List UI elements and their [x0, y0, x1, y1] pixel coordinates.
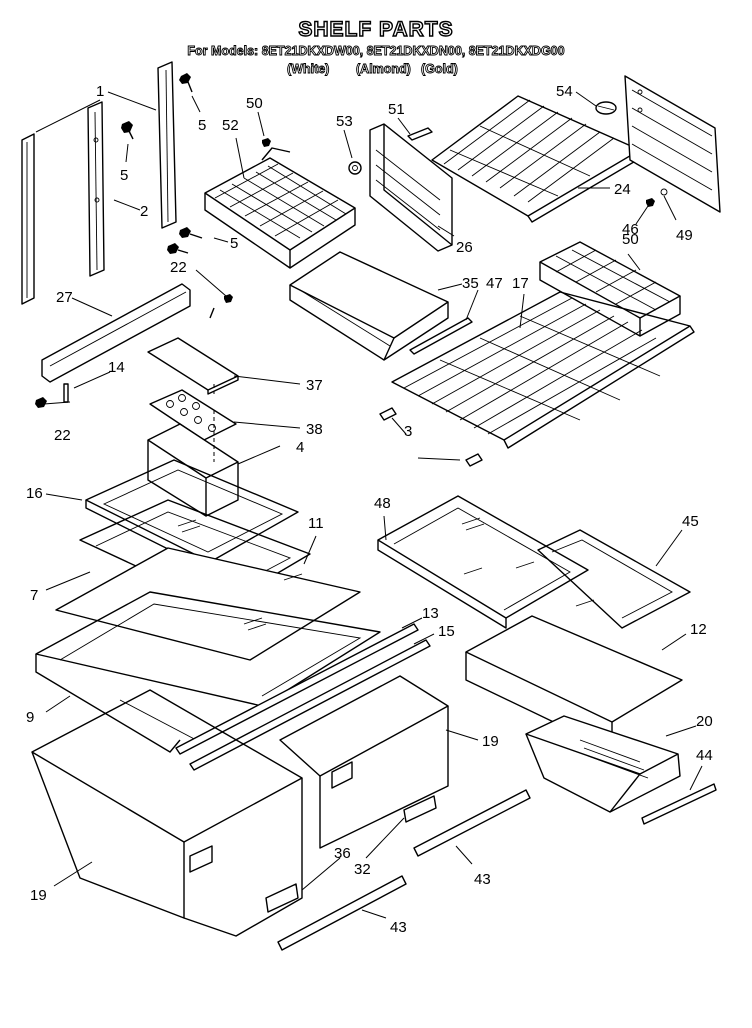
screw-51 — [407, 127, 433, 141]
label-part-11: 11 — [308, 515, 324, 532]
leader-lines — [35, 91, 703, 919]
screw-50-rack — [646, 188, 668, 207]
label-part-43-upper: 43 — [474, 871, 491, 888]
label-part-52: 52 — [222, 117, 239, 134]
crisper-pan-35 — [289, 251, 449, 361]
drawer-slide-36 — [265, 883, 299, 913]
trim-strip-44 — [641, 783, 717, 825]
variant-almond: (Almond) — [356, 62, 412, 77]
callout-labels: 1 2 5 5 5 50 52 53 51 54 24 49 50 26 46 … — [26, 83, 713, 936]
trim-bar-27 — [41, 283, 191, 383]
page-title: SHELF PARTS — [298, 17, 454, 41]
crisper-drawer-19-left — [31, 689, 303, 937]
screw-5-lower — [167, 227, 203, 254]
label-part-19-left: 19 — [30, 887, 47, 904]
ice-cube-tray-46 — [539, 241, 681, 337]
deli-drawer-20 — [525, 715, 681, 813]
shelf-insert-54 — [595, 101, 617, 115]
crisper-drawer-19-right — [279, 675, 449, 849]
screw-50-basket — [262, 138, 271, 147]
label-part-27: 27 — [56, 289, 73, 306]
label-part-5-lower: 5 — [230, 235, 238, 252]
glass-shelf-45 — [537, 529, 691, 629]
label-part-24: 24 — [614, 181, 631, 198]
drawer-rail-43-upper — [413, 789, 531, 857]
wire-shelf-upper-24 — [431, 95, 645, 223]
label-part-2: 2 — [140, 203, 148, 220]
side-rail-middle — [87, 101, 105, 277]
models-line: For Models: 8ET21DKXDW00, 8ET21DKXDN00, … — [187, 44, 565, 59]
glass-panel-11 — [55, 547, 361, 661]
label-part-46: 46 — [622, 221, 639, 238]
shelf-bracket-26 — [369, 123, 453, 252]
label-part-37: 37 — [306, 377, 323, 394]
label-part-35: 35 — [462, 275, 479, 292]
crisper-cover-9 — [35, 591, 381, 753]
divider-bar-13 — [175, 623, 419, 755]
label-part-15: 15 — [438, 623, 455, 640]
screw-5-top — [179, 73, 193, 93]
rod-47 — [409, 317, 473, 355]
drawer-clip-32 — [403, 795, 437, 823]
label-part-50-basket: 50 — [246, 95, 263, 112]
label-part-5-top: 5 — [198, 117, 206, 134]
label-part-3: 3 — [404, 423, 412, 440]
label-part-22-upper: 22 — [170, 259, 187, 276]
label-part-9: 9 — [26, 709, 34, 726]
label-part-1: 1 — [96, 83, 104, 100]
diagram-header: SHELF PARTS For Models: 8ET21DKXDW00, 8E… — [0, 0, 752, 84]
label-part-49: 49 — [676, 227, 693, 244]
lid-37 — [147, 337, 239, 395]
shelf-clip-3-upper — [379, 407, 397, 421]
shelf-clip-3-lower — [465, 453, 483, 467]
side-rail-right — [157, 61, 177, 229]
label-part-32: 32 — [354, 861, 371, 878]
label-part-54: 54 — [556, 83, 573, 100]
screw-22-lower — [35, 397, 47, 408]
label-part-38: 38 — [306, 421, 323, 438]
label-part-51: 51 — [388, 101, 405, 118]
variant-white: (White) — [287, 62, 330, 77]
spacer-14 — [63, 383, 69, 403]
drawer-rail-43-lower — [277, 875, 407, 951]
divider-bar-15 — [189, 639, 431, 771]
glass-shelf-48 — [377, 495, 589, 629]
wire-basket — [204, 147, 356, 269]
label-part-5-middle: 5 — [120, 167, 128, 184]
label-part-19-right: 19 — [482, 733, 499, 750]
label-part-22-lower: 22 — [54, 427, 71, 444]
label-part-50-rack: 50 — [622, 231, 639, 248]
label-part-47: 47 — [486, 275, 503, 292]
label-part-43-lower: 43 — [390, 919, 407, 936]
label-part-16: 16 — [26, 485, 43, 502]
label-part-48: 48 — [374, 495, 391, 512]
label-part-36: 36 — [334, 845, 351, 862]
label-part-44: 44 — [696, 747, 713, 764]
screw-22-upper — [209, 294, 233, 319]
label-part-45: 45 — [682, 513, 699, 530]
wire-shelf-lower-17 — [391, 291, 695, 449]
grommet-53 — [348, 161, 362, 175]
label-part-53: 53 — [336, 113, 353, 130]
label-part-13: 13 — [422, 605, 439, 622]
label-part-17: 17 — [512, 275, 529, 292]
variant-gold: (Gold) — [421, 62, 459, 77]
label-part-7: 7 — [30, 587, 38, 604]
label-part-14: 14 — [108, 359, 125, 376]
label-part-4: 4 — [296, 439, 304, 456]
side-rail-left — [21, 133, 35, 305]
side-rack-49 — [624, 75, 721, 213]
label-part-26: 26 — [456, 239, 473, 256]
screw-5-middle — [121, 121, 134, 140]
label-part-12: 12 — [690, 621, 707, 638]
label-part-20: 20 — [696, 713, 713, 730]
